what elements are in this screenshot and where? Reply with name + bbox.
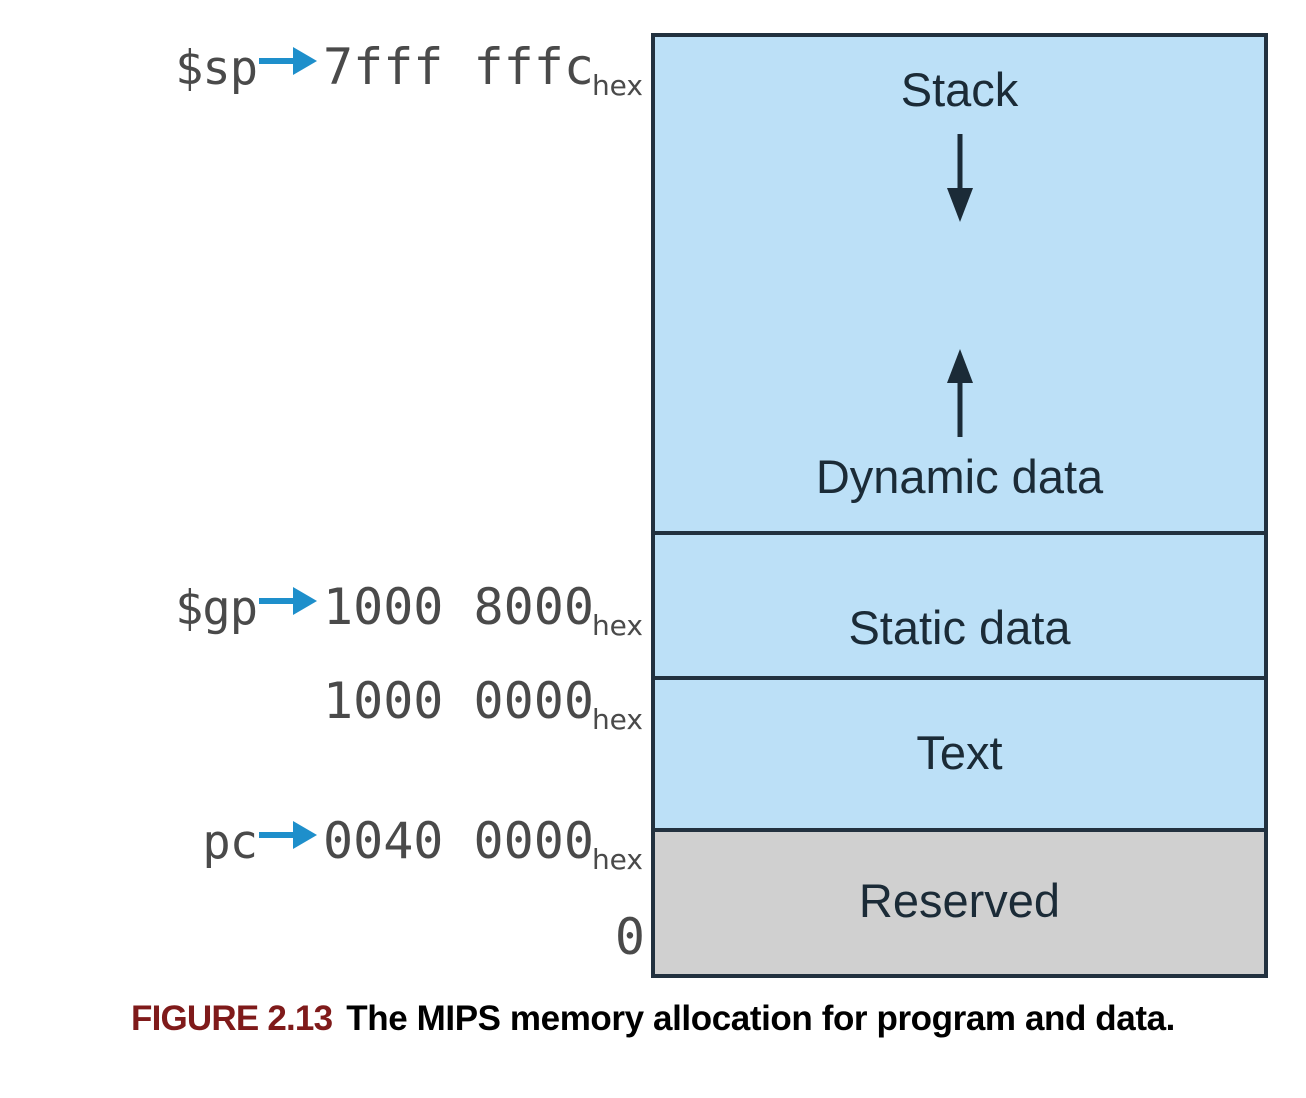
- segment-label-stack: Stack: [900, 63, 1019, 116]
- register-name-gp: $gp: [175, 581, 258, 636]
- pointer-arrow-icon: [257, 38, 319, 84]
- figure-caption: FIGURE 2.13 The MIPS memory allocation fo…: [0, 998, 1306, 1041]
- address-label-pc: pc 0040 0000 hex: [0, 812, 645, 876]
- figure-caption-text: The MIPS memory allocation for program a…: [346, 999, 1175, 1038]
- segment-label-static-data: Static data: [848, 601, 1071, 655]
- address-value-zero: 0: [614, 908, 645, 966]
- address-subscript-sp: hex: [591, 69, 643, 102]
- memory-map-diagram: Stack Dynamic data Static data: [651, 33, 1268, 978]
- divider-text-reserved: [651, 828, 1268, 832]
- address-value-sp: 7fff fffc: [323, 38, 594, 96]
- register-name-sp: $sp: [175, 41, 258, 96]
- segment-label-reserved: Reserved: [858, 874, 1061, 927]
- stack-growth-down-arrow-icon: [937, 132, 983, 229]
- register-name-pc: pc: [202, 815, 258, 870]
- address-label-zero: 0: [0, 908, 645, 966]
- pointer-arrow-icon: [257, 578, 319, 624]
- segment-stack-dynamic: Stack Dynamic data: [655, 37, 1264, 531]
- segment-label-dynamic-data: Dynamic data: [815, 450, 1104, 503]
- address-label-sp: $sp 7fff fffc hex: [0, 38, 645, 102]
- segment-label-text: Text: [916, 726, 1003, 779]
- address-label-gp: $gp 1000 8000 hex: [0, 578, 645, 642]
- divider-dynamic-static: [651, 531, 1268, 535]
- address-label-static-base: 1000 0000 hex: [0, 672, 645, 736]
- segment-reserved: Reserved: [655, 832, 1264, 974]
- figure-number: FIGURE 2.13: [130, 999, 333, 1038]
- address-value-gp: 1000 8000: [323, 578, 594, 636]
- address-value-pc: 0040 0000: [323, 812, 594, 870]
- heap-growth-up-arrow-icon: [937, 347, 983, 444]
- pointer-arrow-icon: [257, 812, 319, 858]
- segment-static-data: Static data: [655, 535, 1264, 676]
- address-value-static-base: 1000 0000: [323, 672, 594, 730]
- segment-text: Text: [655, 680, 1264, 828]
- address-subscript-pc: hex: [591, 843, 643, 876]
- address-subscript-static-base: hex: [591, 703, 643, 736]
- divider-static-text: [651, 676, 1268, 680]
- address-subscript-gp: hex: [591, 609, 643, 642]
